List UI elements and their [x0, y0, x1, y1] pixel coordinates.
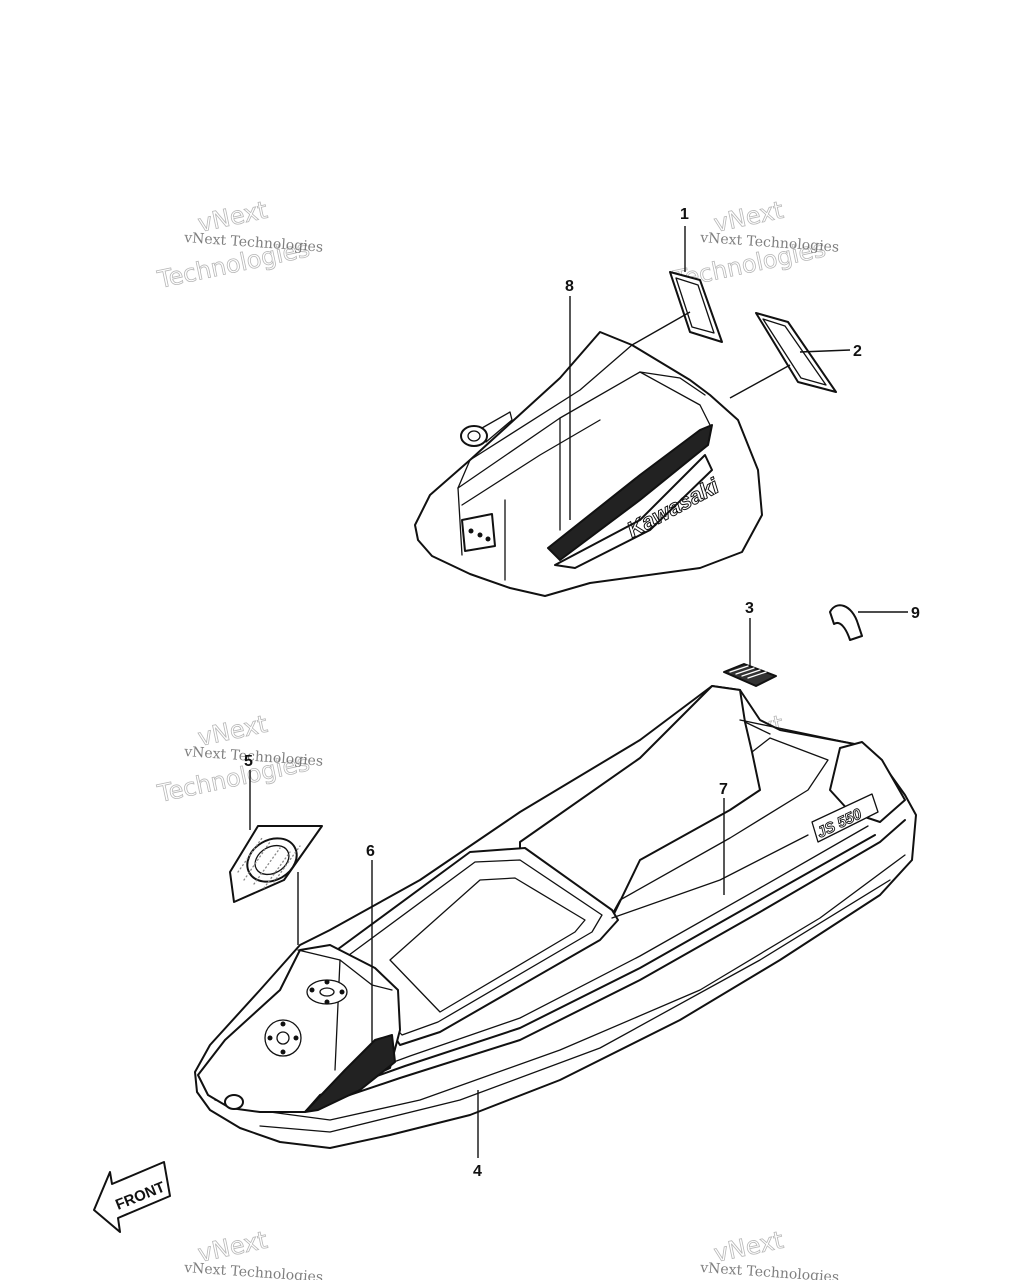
hull: JS 550 — [194, 685, 917, 1149]
decal-2 — [755, 312, 837, 393]
front-arrow: FRONT — [93, 1161, 171, 1233]
decal-3 — [723, 663, 777, 687]
top-port-cluster — [306, 979, 348, 1005]
decal-7-stripe — [611, 834, 809, 919]
watermark-text: vNext Technologies — [183, 1260, 324, 1280]
watermark-mid-left: vNext Technologies vNext Technologies — [154, 710, 324, 809]
callout-5: 5 — [244, 753, 253, 770]
leader-lines — [249, 226, 908, 1158]
watermark-bottom-right: vNext vNext Technologies — [699, 1226, 840, 1280]
callout-4: 4 — [473, 1163, 482, 1180]
callout-3: 3 — [745, 600, 754, 617]
decal-1 — [669, 271, 723, 343]
callout-8: 8 — [565, 278, 574, 295]
watermark-top-left: vNext Technologies vNext Technologies — [154, 196, 324, 295]
bow-port-cluster — [264, 1019, 302, 1057]
watermark-bottom-left: vNext vNext Technologies — [183, 1226, 324, 1280]
watermark-text: vNext Technologies — [699, 1260, 840, 1280]
callout-2: 2 — [853, 343, 862, 360]
engine-hood: Kawasaki — [414, 331, 763, 597]
callout-6: 6 — [366, 843, 375, 860]
callout-9: 9 — [911, 605, 920, 622]
callout-7: 7 — [719, 781, 728, 798]
decal-9 — [829, 604, 863, 641]
callout-1: 1 — [680, 206, 689, 223]
decal-5 — [229, 825, 323, 903]
